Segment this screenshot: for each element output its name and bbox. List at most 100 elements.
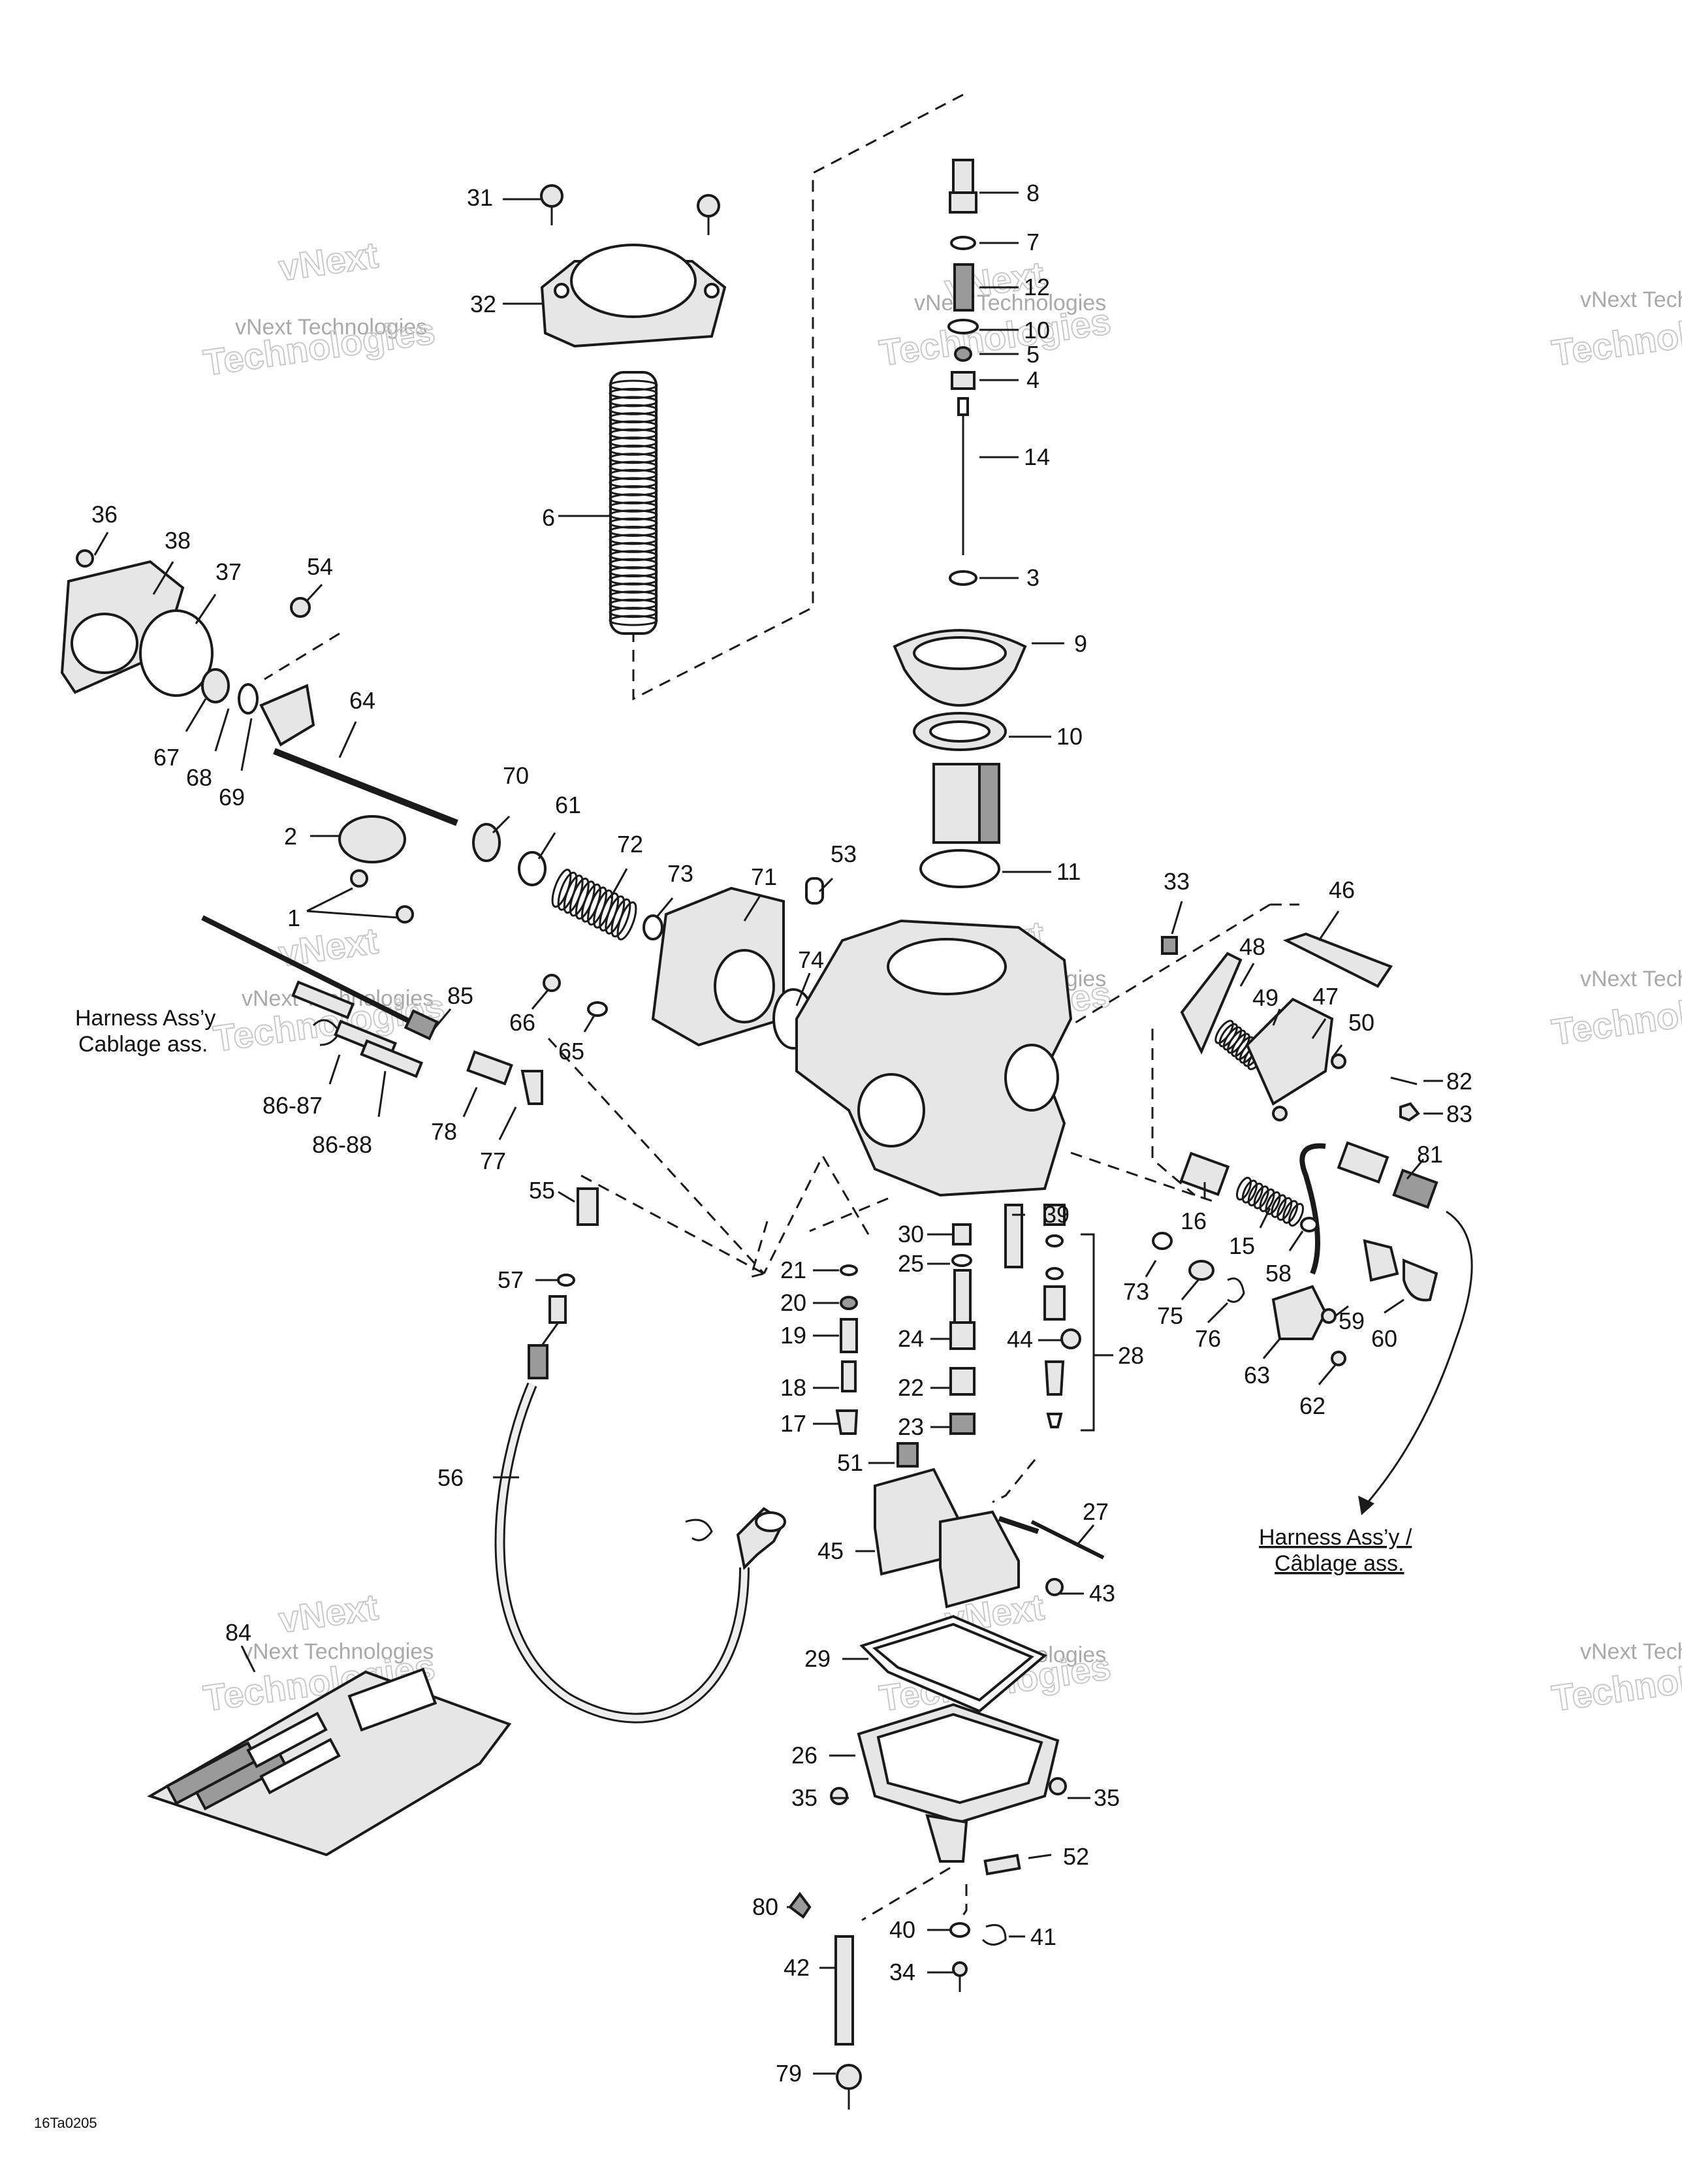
callout-74: 74 <box>798 946 824 973</box>
callout-34: 34 <box>889 1959 915 1985</box>
spring-coil <box>609 477 658 489</box>
callout-64: 64 <box>349 687 375 714</box>
assembly-line <box>632 93 964 701</box>
spring-coil <box>1247 1182 1263 1207</box>
watermark-logo: vNext <box>276 234 381 289</box>
callout-22: 22 <box>898 1374 924 1401</box>
spring-coil <box>609 574 658 586</box>
assembly-line <box>809 1197 889 1232</box>
callout-59: 59 <box>1339 1308 1365 1334</box>
callout-78: 78 <box>431 1118 457 1145</box>
throttle-plate <box>338 815 414 923</box>
spring-coil <box>609 469 658 481</box>
spring-coil <box>1259 1188 1275 1212</box>
spring-coil <box>609 444 658 456</box>
harness-note-right: Harness Ass’y / Câblage ass. <box>1259 1525 1412 1576</box>
float <box>874 1468 1105 1609</box>
spring-coil <box>609 387 658 399</box>
callout-70: 70 <box>503 762 529 789</box>
spring-coil <box>609 558 658 570</box>
callout-47: 47 <box>1312 983 1339 1010</box>
spring-coil <box>609 517 658 529</box>
watermark-logo: vNext <box>276 1586 381 1641</box>
callout-62: 62 <box>1299 1392 1325 1419</box>
jets-column-right <box>1043 1204 1095 1432</box>
callout-63: 63 <box>1244 1362 1270 1389</box>
callout-10-needle: 10 <box>1024 317 1050 344</box>
spring-coil <box>609 379 658 391</box>
callout-23: 23 <box>898 1413 924 1440</box>
callout-52: 52 <box>1063 1843 1089 1870</box>
spring-coil <box>1235 1176 1252 1201</box>
callout-44: 44 <box>1007 1326 1033 1353</box>
spring-coil <box>1265 1191 1281 1215</box>
assembly-line <box>264 632 340 681</box>
harness-note-right-line1: Harness Ass’y / <box>1259 1525 1412 1550</box>
callout-46: 46 <box>1329 876 1355 903</box>
watermark-text: vNext Technologies <box>235 315 427 340</box>
callout-75: 75 <box>1157 1302 1183 1329</box>
callout-14: 14 <box>1024 443 1050 470</box>
callout-39: 39 <box>1043 1201 1070 1228</box>
spring-coil <box>609 404 658 415</box>
harness-note-left-line1: Harness Ass’y <box>75 1006 215 1031</box>
small-fittings <box>466 974 608 1105</box>
harness-plug <box>201 915 439 1078</box>
idle-screw <box>577 1187 599 1226</box>
callout-81: 81 <box>1417 1141 1443 1168</box>
assembly-line <box>580 1174 765 1275</box>
callout-77: 77 <box>480 1148 506 1174</box>
callout-48: 48 <box>1239 933 1265 960</box>
callout-35-left: 35 <box>791 1784 817 1811</box>
callout-71: 71 <box>751 863 777 890</box>
watermark-text: vNext Technologies <box>1580 967 1682 991</box>
spring-coil <box>609 525 658 537</box>
spring-coil <box>609 493 658 505</box>
drain-parts <box>788 1891 1007 2110</box>
callout-8: 8 <box>1026 180 1039 206</box>
callout-55: 55 <box>529 1177 555 1204</box>
choke-assembly <box>1180 932 1420 1122</box>
watermark-text: vNext Technologies <box>242 1639 434 1664</box>
callout-35-right: 35 <box>1094 1784 1120 1811</box>
arrow-icon <box>1358 1496 1374 1515</box>
callout-3: 3 <box>1026 564 1039 591</box>
spring-coil <box>609 501 658 513</box>
o-ring <box>919 849 1000 888</box>
callout-73-bottom: 73 <box>1123 1278 1149 1305</box>
callout-40: 40 <box>889 1916 915 1943</box>
spring-coil <box>609 566 658 578</box>
callout-19: 19 <box>780 1322 806 1349</box>
harness-note-left-line2: Cablage ass. <box>78 1032 208 1057</box>
spring-coil <box>609 453 658 464</box>
callout-61: 61 <box>555 792 581 818</box>
callout-2: 2 <box>284 823 297 850</box>
callout-30: 30 <box>898 1221 924 1247</box>
spring-coil <box>609 607 658 618</box>
callout-54: 54 <box>307 553 333 580</box>
callout-76: 76 <box>1195 1325 1221 1352</box>
assembly-line <box>1070 903 1271 1027</box>
spring-coil <box>609 428 658 440</box>
side-cover <box>60 549 214 697</box>
callout-labels: 31 32 6 8 7 12 10 5 4 14 3 9 10 11 36 38… <box>91 180 1472 2087</box>
callout-57: 57 <box>498 1266 524 1293</box>
callout-86-87: 86-87 <box>262 1092 323 1119</box>
callout-79: 79 <box>776 2060 802 2087</box>
callout-29: 29 <box>804 1645 831 1672</box>
callout-31: 31 <box>467 184 493 211</box>
callout-28: 28 <box>1118 1342 1144 1369</box>
callout-45: 45 <box>817 1537 844 1564</box>
assembly-line <box>992 1459 1036 1503</box>
callout-82: 82 <box>1446 1068 1472 1095</box>
callout-15: 15 <box>1229 1232 1255 1259</box>
callout-66: 66 <box>509 1009 535 1036</box>
spring-coil <box>609 460 658 472</box>
harness-note-right-line2: Câblage ass. <box>1275 1551 1404 1576</box>
callout-41: 41 <box>1030 1923 1056 1950</box>
parts-art <box>60 159 1438 2110</box>
callout-33: 33 <box>1164 868 1190 895</box>
assembly-line <box>749 1221 769 1279</box>
leader-lines <box>93 191 1473 2075</box>
callout-50: 50 <box>1348 1009 1374 1036</box>
